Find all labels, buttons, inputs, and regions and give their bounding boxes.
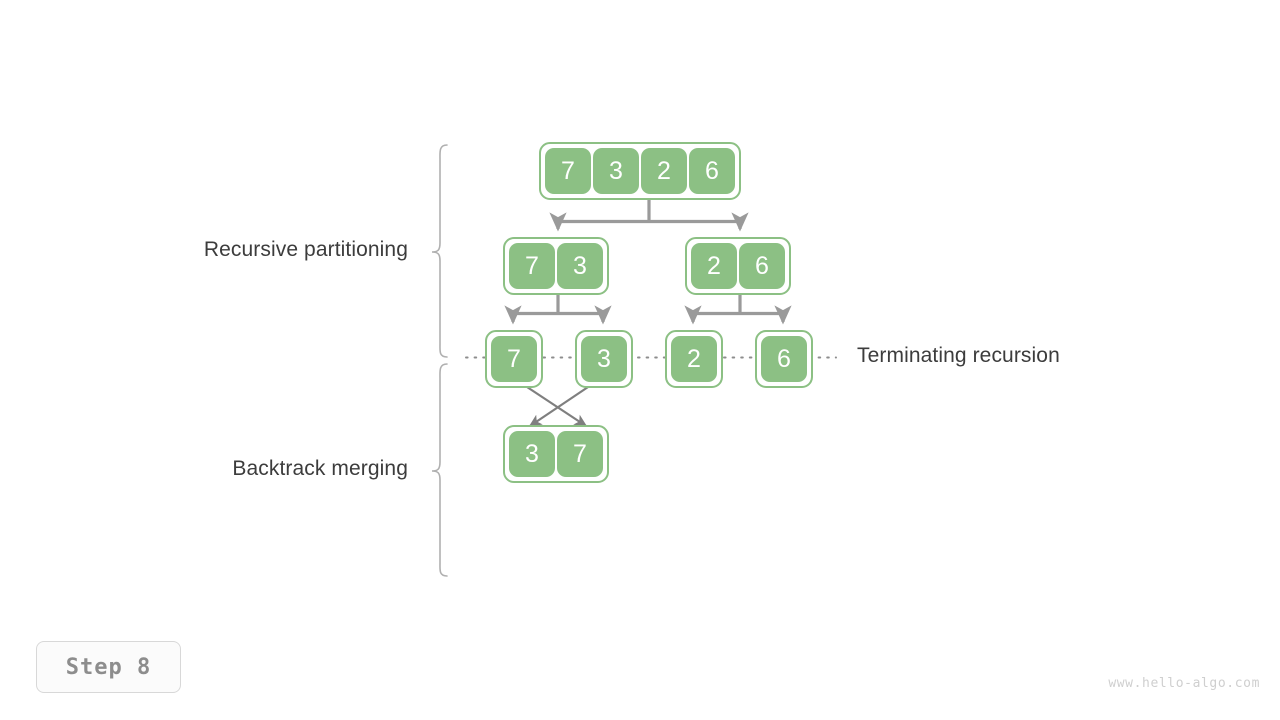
leaf-array-3: 2 <box>665 330 723 388</box>
connector-root-to-halves <box>549 196 749 232</box>
root-array: 7 3 2 6 <box>539 142 741 200</box>
array-cell: 3 <box>557 243 603 289</box>
label-backtrack-merging: Backtrack merging <box>232 457 408 480</box>
leaf-array-2: 3 <box>575 330 633 388</box>
step-badge: Step 8 <box>36 641 181 693</box>
array-cell: 6 <box>689 148 735 194</box>
connector-right-half-to-leaves <box>684 291 792 325</box>
brace-backtrack-merging <box>431 363 448 577</box>
array-cell: 3 <box>581 336 627 382</box>
leaf-array-1: 7 <box>485 330 543 388</box>
leaf-array-4: 6 <box>755 330 813 388</box>
array-cell: 3 <box>593 148 639 194</box>
right-half-array: 2 6 <box>685 237 791 295</box>
left-half-array: 7 3 <box>503 237 609 295</box>
array-cell: 7 <box>491 336 537 382</box>
array-cell: 6 <box>761 336 807 382</box>
array-cell: 7 <box>557 431 603 477</box>
brace-recursive-partitioning <box>431 144 448 358</box>
array-cell: 7 <box>509 243 555 289</box>
merged-array: 3 7 <box>503 425 609 483</box>
array-cell: 2 <box>641 148 687 194</box>
merge-arrow-three <box>528 381 596 428</box>
merge-crossing-arrows <box>519 381 596 428</box>
label-recursive-partitioning: Recursive partitioning <box>203 238 408 261</box>
array-cell: 2 <box>691 243 737 289</box>
array-cell: 7 <box>545 148 591 194</box>
merge-arrow-seven <box>519 381 588 428</box>
watermark: www.hello-algo.com <box>1108 676 1260 691</box>
connector-left-half-to-leaves <box>504 291 612 325</box>
array-cell: 2 <box>671 336 717 382</box>
label-terminating-recursion: Terminating recursion <box>857 344 1060 367</box>
array-cell: 3 <box>509 431 555 477</box>
array-cell: 6 <box>739 243 785 289</box>
